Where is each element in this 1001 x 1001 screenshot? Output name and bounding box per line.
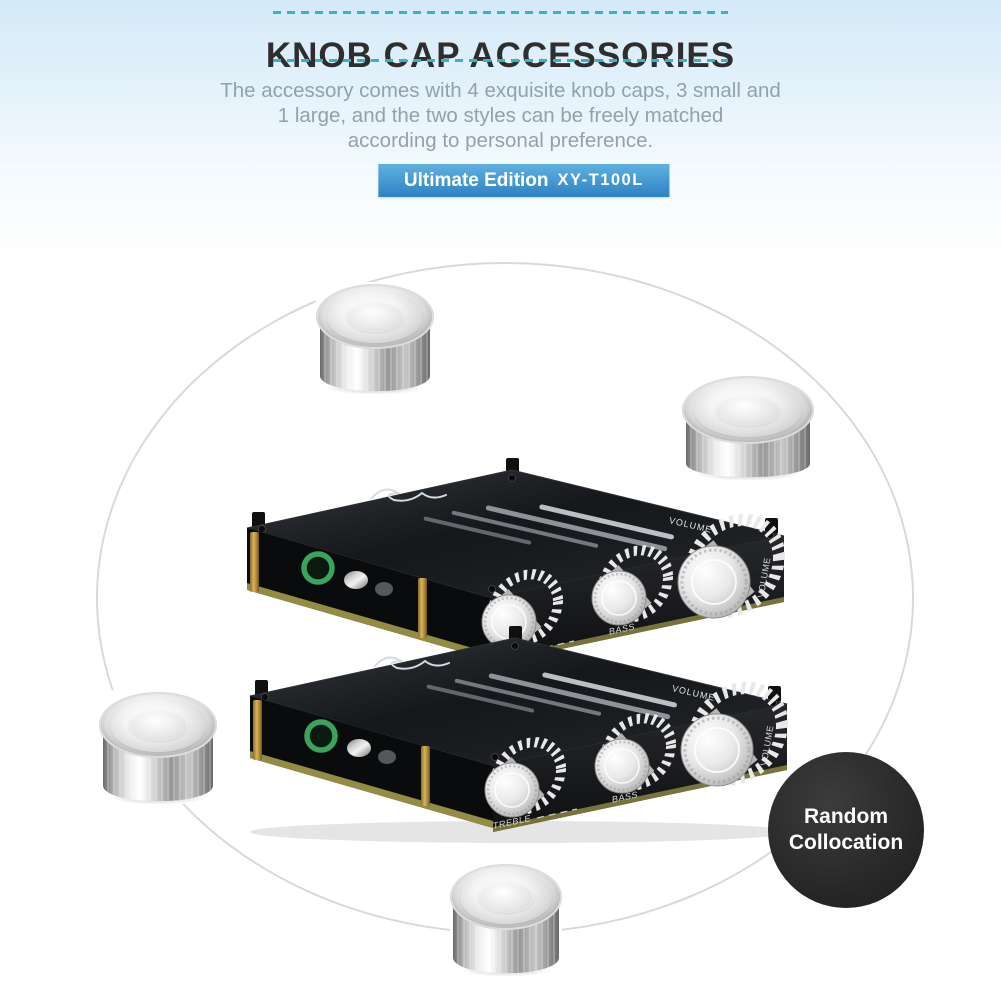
- knob-cap-photo-top-left: [316, 282, 434, 396]
- corner-screw: [488, 585, 496, 593]
- page-title: KNOB CAP ACCESSORIES: [265, 36, 736, 76]
- description-line-2: 1 large, and the two styles can be freel…: [277, 104, 724, 127]
- edition-badge-label: Ultimate Edition: [403, 169, 549, 191]
- dial-tick-ring: [686, 681, 788, 787]
- capacitor-component: [375, 582, 393, 596]
- corner-screw: [261, 693, 269, 701]
- amp-knob-treble: [481, 569, 563, 650]
- capacitor-component: [378, 750, 396, 764]
- dial-tick-ring: [683, 513, 785, 619]
- gold-standoff-post: [421, 746, 430, 806]
- silkscreen-print: [426, 672, 677, 720]
- knob-top-face: [682, 376, 814, 444]
- brand-script-logo: [374, 656, 450, 670]
- gold-standoff-post: [418, 578, 427, 638]
- random-collocation-badge: Random Collocation: [768, 752, 924, 908]
- amplifier-unit: VOLUME TREBLE: [246, 458, 785, 664]
- standoff-nut: [509, 626, 522, 642]
- corner-screw: [491, 753, 499, 761]
- knob-top-face: [316, 284, 434, 350]
- product-ground-shadow: [250, 821, 794, 843]
- gold-standoff-post: [250, 532, 259, 592]
- amp-knob-bass: [594, 713, 676, 794]
- description-line-3: according to personal preference.: [347, 129, 654, 152]
- pcb-edge-strip: [247, 583, 490, 660]
- edition-badge-model: XY-T100L: [557, 171, 644, 189]
- pcb-edge-strip: [250, 751, 493, 828]
- gold-standoff-post: [253, 700, 262, 760]
- knob-cap-photo-right-large: [682, 374, 814, 482]
- toroid-component: [304, 719, 338, 753]
- random-badge-line-2: Collocation: [788, 831, 904, 854]
- corner-screw: [258, 525, 266, 533]
- random-badge-line-1: Random: [804, 805, 888, 828]
- corner-screw: [511, 642, 519, 650]
- standoff-nut: [252, 512, 265, 528]
- amp-knob-treble: [484, 737, 566, 818]
- amp-knob-volume: [680, 681, 788, 787]
- edition-badge: Ultimate Edition XY-T100L: [377, 164, 670, 197]
- title-dash-line-top: [273, 11, 728, 14]
- description-line-1: The accessory comes with 4 exquisite kno…: [220, 79, 781, 102]
- amplifier-stack-photo: VOLUME TREBLE: [246, 458, 794, 843]
- silkscreen-print: [423, 504, 674, 552]
- amp-knob-volume: [677, 513, 785, 619]
- capacitor-component: [344, 571, 368, 589]
- title-dash-line-bottom: [273, 59, 728, 62]
- brand-script-logo: [371, 488, 447, 502]
- knob-top-face: [99, 692, 217, 759]
- knob-top-face: [450, 864, 562, 931]
- product-description: The accessory comes with 4 exquisite kno…: [0, 78, 1001, 153]
- standoff-nut: [506, 458, 519, 474]
- standoff-nut: [255, 680, 268, 696]
- corner-screw: [508, 474, 516, 482]
- amp-knob-bass: [591, 545, 673, 626]
- toroid-component: [301, 551, 335, 585]
- knob-cap-photo-left: [99, 690, 217, 806]
- knob-cap-photo-bottom: [450, 862, 562, 978]
- amplifier-unit: VOLUME TREBLE: [249, 626, 788, 832]
- capacitor-component: [347, 739, 371, 757]
- panel-dash-rule: [536, 808, 578, 819]
